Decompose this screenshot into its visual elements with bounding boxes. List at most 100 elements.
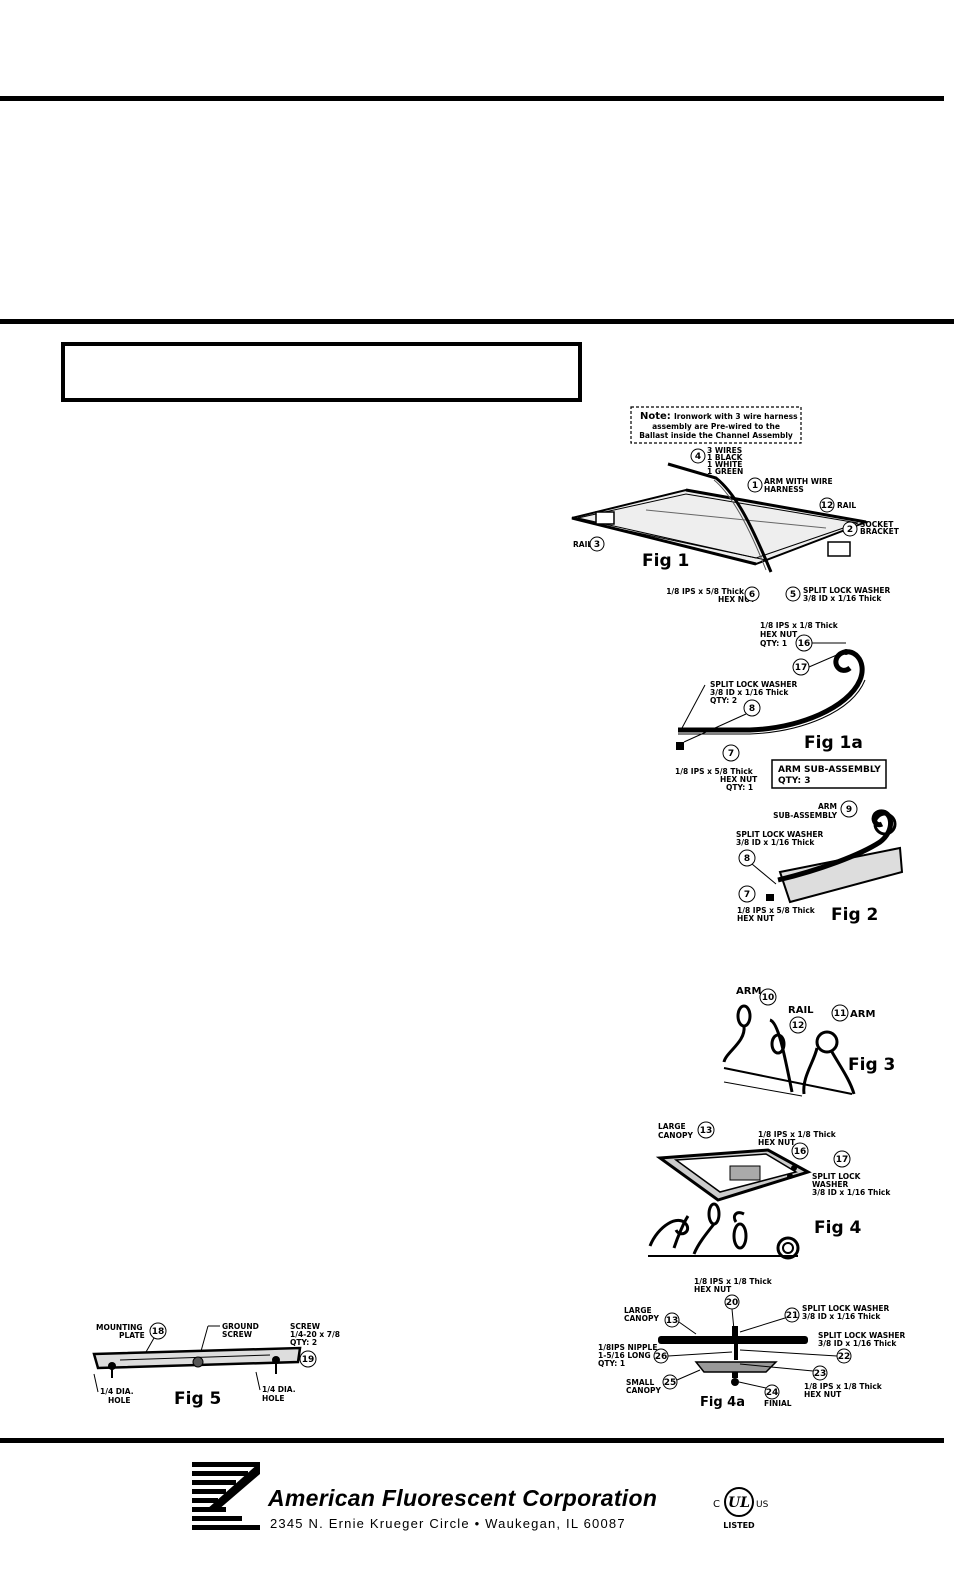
fig4a-label-canopy-1: LARGE xyxy=(624,1306,652,1315)
fig5-label-hole-left-2: HOLE xyxy=(108,1396,131,1405)
fig1a-callout-8: 8 xyxy=(749,704,755,714)
fig1-label-arm-2: HARNESS xyxy=(764,485,804,494)
fig4a-label-sc-1: SMALL xyxy=(626,1378,654,1387)
fig1a-label-hex2-3: QTY: 1 xyxy=(726,783,753,792)
fig4a-label-nip-3: QTY: 1 xyxy=(598,1359,625,1368)
fig1a-label-hex-1: 1/8 IPS x 1/8 Thick xyxy=(760,621,839,630)
fig3-callout-12: 12 xyxy=(792,1021,805,1031)
figure-1a: 1/8 IPS x 1/8 Thick HEX NUT QTY: 1 16 17… xyxy=(670,618,892,796)
fig3-label-rail: RAIL xyxy=(788,1005,814,1016)
company-address: 2345 N. Ernie Krueger Circle • Waukegan,… xyxy=(270,1516,626,1531)
fig1-callout-4: 4 xyxy=(695,452,701,462)
fig3-label-arm-left: ARM xyxy=(736,986,761,997)
fig4a-callout-25: 25 xyxy=(664,1378,677,1388)
fig4-callout-17: 17 xyxy=(836,1155,849,1165)
fig4a-callout-26: 26 xyxy=(655,1352,668,1362)
fig4-callout-16: 16 xyxy=(794,1147,807,1157)
fig4a-label-nip-2: 1-5/16 LONG xyxy=(598,1351,651,1360)
ul-c-text: C xyxy=(713,1499,720,1510)
top-rule xyxy=(0,96,944,101)
fig4-label-canopy-1: LARGE xyxy=(658,1122,686,1131)
fig2-callout-8: 8 xyxy=(744,854,750,864)
fig1-callout-2: 2 xyxy=(847,525,853,535)
ul-mark-text: UL xyxy=(728,1495,750,1511)
figure-4: LARGE CANOPY 13 1/8 IPS x 1/8 Thick HEX … xyxy=(648,1118,898,1260)
fig3-callout-11: 11 xyxy=(834,1009,847,1019)
fig4a-callout-20: 20 xyxy=(726,1298,739,1308)
fig4-label-slw-1: SPLIT LOCK xyxy=(812,1172,862,1181)
figure-5: MOUNTING PLATE 18 GROUND SCREW SCREW 1/4… xyxy=(90,1318,352,1410)
fig4-label-hex-1: 1/8 IPS x 1/8 Thick xyxy=(758,1130,837,1139)
fig4a-callout-13: 13 xyxy=(666,1316,679,1326)
fig5-label-sc-3: QTY: 2 xyxy=(290,1338,317,1347)
fig1a-subassembly-2: QTY: 3 xyxy=(778,776,811,786)
fig4-label-slw-2: WASHER xyxy=(812,1180,849,1189)
fig4-callout-13: 13 xyxy=(700,1126,713,1136)
fig2-title: Fig 2 xyxy=(831,905,878,925)
middle-rule xyxy=(0,319,954,324)
fig4a-callout-24: 24 xyxy=(766,1388,779,1398)
ul-listed-mark: UL C US LISTED xyxy=(713,1487,769,1530)
fig1a-callout-16: 16 xyxy=(798,639,811,649)
fig4a-label-hex2-2: HEX NUT xyxy=(804,1390,842,1399)
fig3-title: Fig 3 xyxy=(848,1055,895,1075)
fig4-label-slw-3: 3/8 ID x 1/16 Thick xyxy=(812,1188,891,1197)
fig4a-callout-21: 21 xyxy=(786,1311,799,1321)
figure-4a: 1/8 IPS x 1/8 Thick HEX NUT 20 LARGE CAN… xyxy=(596,1274,906,1414)
fig1-callout-1: 1 xyxy=(752,481,758,491)
fig1a-label-hex2-2: HEX NUT xyxy=(720,775,758,784)
fig1a-label-hex2-1: 1/8 IPS x 5/8 Thick xyxy=(675,767,754,776)
fig5-label-gs-1: GROUND xyxy=(222,1322,259,1331)
fig1a-callout-7: 7 xyxy=(728,749,734,759)
fig1-label-arm-1: ARM WITH WIRE xyxy=(764,477,833,486)
fig2-label-hex-2: HEX NUT xyxy=(737,914,775,923)
fig1-label-wires-4: 1 GREEN xyxy=(707,467,743,476)
fig3-callout-10: 10 xyxy=(762,993,775,1003)
fig4a-label-sc-2: CANOPY xyxy=(626,1386,661,1395)
fig5-label-sc-2: 1/4-20 x 7/8 xyxy=(290,1330,340,1339)
fig5-label-sc-1: SCREW xyxy=(290,1322,321,1331)
fig2-label-slw-1: SPLIT LOCK WASHER xyxy=(736,830,824,839)
fig1a-label-hex-3: QTY: 1 xyxy=(760,639,787,648)
fig1-callout-12: 12 xyxy=(821,501,834,511)
fig4-title: Fig 4 xyxy=(814,1218,862,1238)
fig4a-label-hex-2: HEX NUT xyxy=(694,1285,732,1294)
ul-us-text: US xyxy=(756,1500,769,1510)
fig5-title: Fig 5 xyxy=(174,1389,221,1409)
fig1a-label-slw-1: SPLIT LOCK WASHER xyxy=(710,680,798,689)
fig4a-title: Fig 4a xyxy=(700,1395,745,1410)
fig1-label-wires-1: 3 WIRES xyxy=(707,446,742,455)
section-header-box xyxy=(61,342,582,402)
fig4a-label-slw-2: 3/8 ID x 1/16 Thick xyxy=(802,1312,881,1321)
fig1-callout-6: 6 xyxy=(749,590,755,600)
fig1-label-socket-1: SOCKET xyxy=(860,520,894,529)
fig2-callout-9: 9 xyxy=(846,805,852,815)
fig1-callout-5: 5 xyxy=(790,590,796,600)
fig4a-callout-22: 22 xyxy=(838,1352,851,1362)
fig4-label-canopy-2: CANOPY xyxy=(658,1131,693,1140)
fig4a-label-hex-1: 1/8 IPS x 1/8 Thick xyxy=(694,1277,773,1286)
company-logo xyxy=(192,1462,260,1530)
fig5-label-hole-right-2: HOLE xyxy=(262,1394,285,1403)
figure-1: Note: Ironwork with 3 wire harness assem… xyxy=(566,404,900,604)
fig1-label-socket-2: BRACKET xyxy=(860,527,900,536)
fig5-label-mp-2: PLATE xyxy=(119,1331,145,1340)
fig1-label-slw-2: 3/8 ID x 1/16 Thick xyxy=(803,594,882,603)
fig4a-label-nip-1: 1/8IPS NIPPLE xyxy=(598,1343,657,1352)
fig1-label-slw-1: SPLIT LOCK WASHER xyxy=(803,586,891,595)
fig1a-label-slw-2: 3/8 ID x 1/16 Thick xyxy=(710,688,789,697)
footer-rule xyxy=(0,1438,944,1443)
fig1-label-rail-right: RAIL xyxy=(837,501,856,510)
fig4a-label-slw-1: SPLIT LOCK WASHER xyxy=(802,1304,890,1313)
fig1-note-bold: Note: xyxy=(640,411,671,422)
fig1a-title: Fig 1a xyxy=(804,733,863,753)
fig1a-subassembly-1: ARM SUB-ASSEMBLY xyxy=(778,765,881,775)
fig1-label-hex-1: 1/8 IPS x 5/8 Thick xyxy=(666,587,745,596)
fig5-label-gs-2: SCREW xyxy=(222,1330,253,1339)
fig1-label-rail-left: RAIL xyxy=(573,540,592,549)
fig1-note-line2: assembly are Pre-wired to the xyxy=(652,422,780,431)
fig4a-callout-23: 23 xyxy=(814,1369,827,1379)
fig1a-label-hex-2: HEX NUT xyxy=(760,630,798,639)
fig5-label-hole-left-1: 1/4 DIA. xyxy=(100,1387,134,1396)
fig4a-label-canopy-2: CANOPY xyxy=(624,1314,659,1323)
